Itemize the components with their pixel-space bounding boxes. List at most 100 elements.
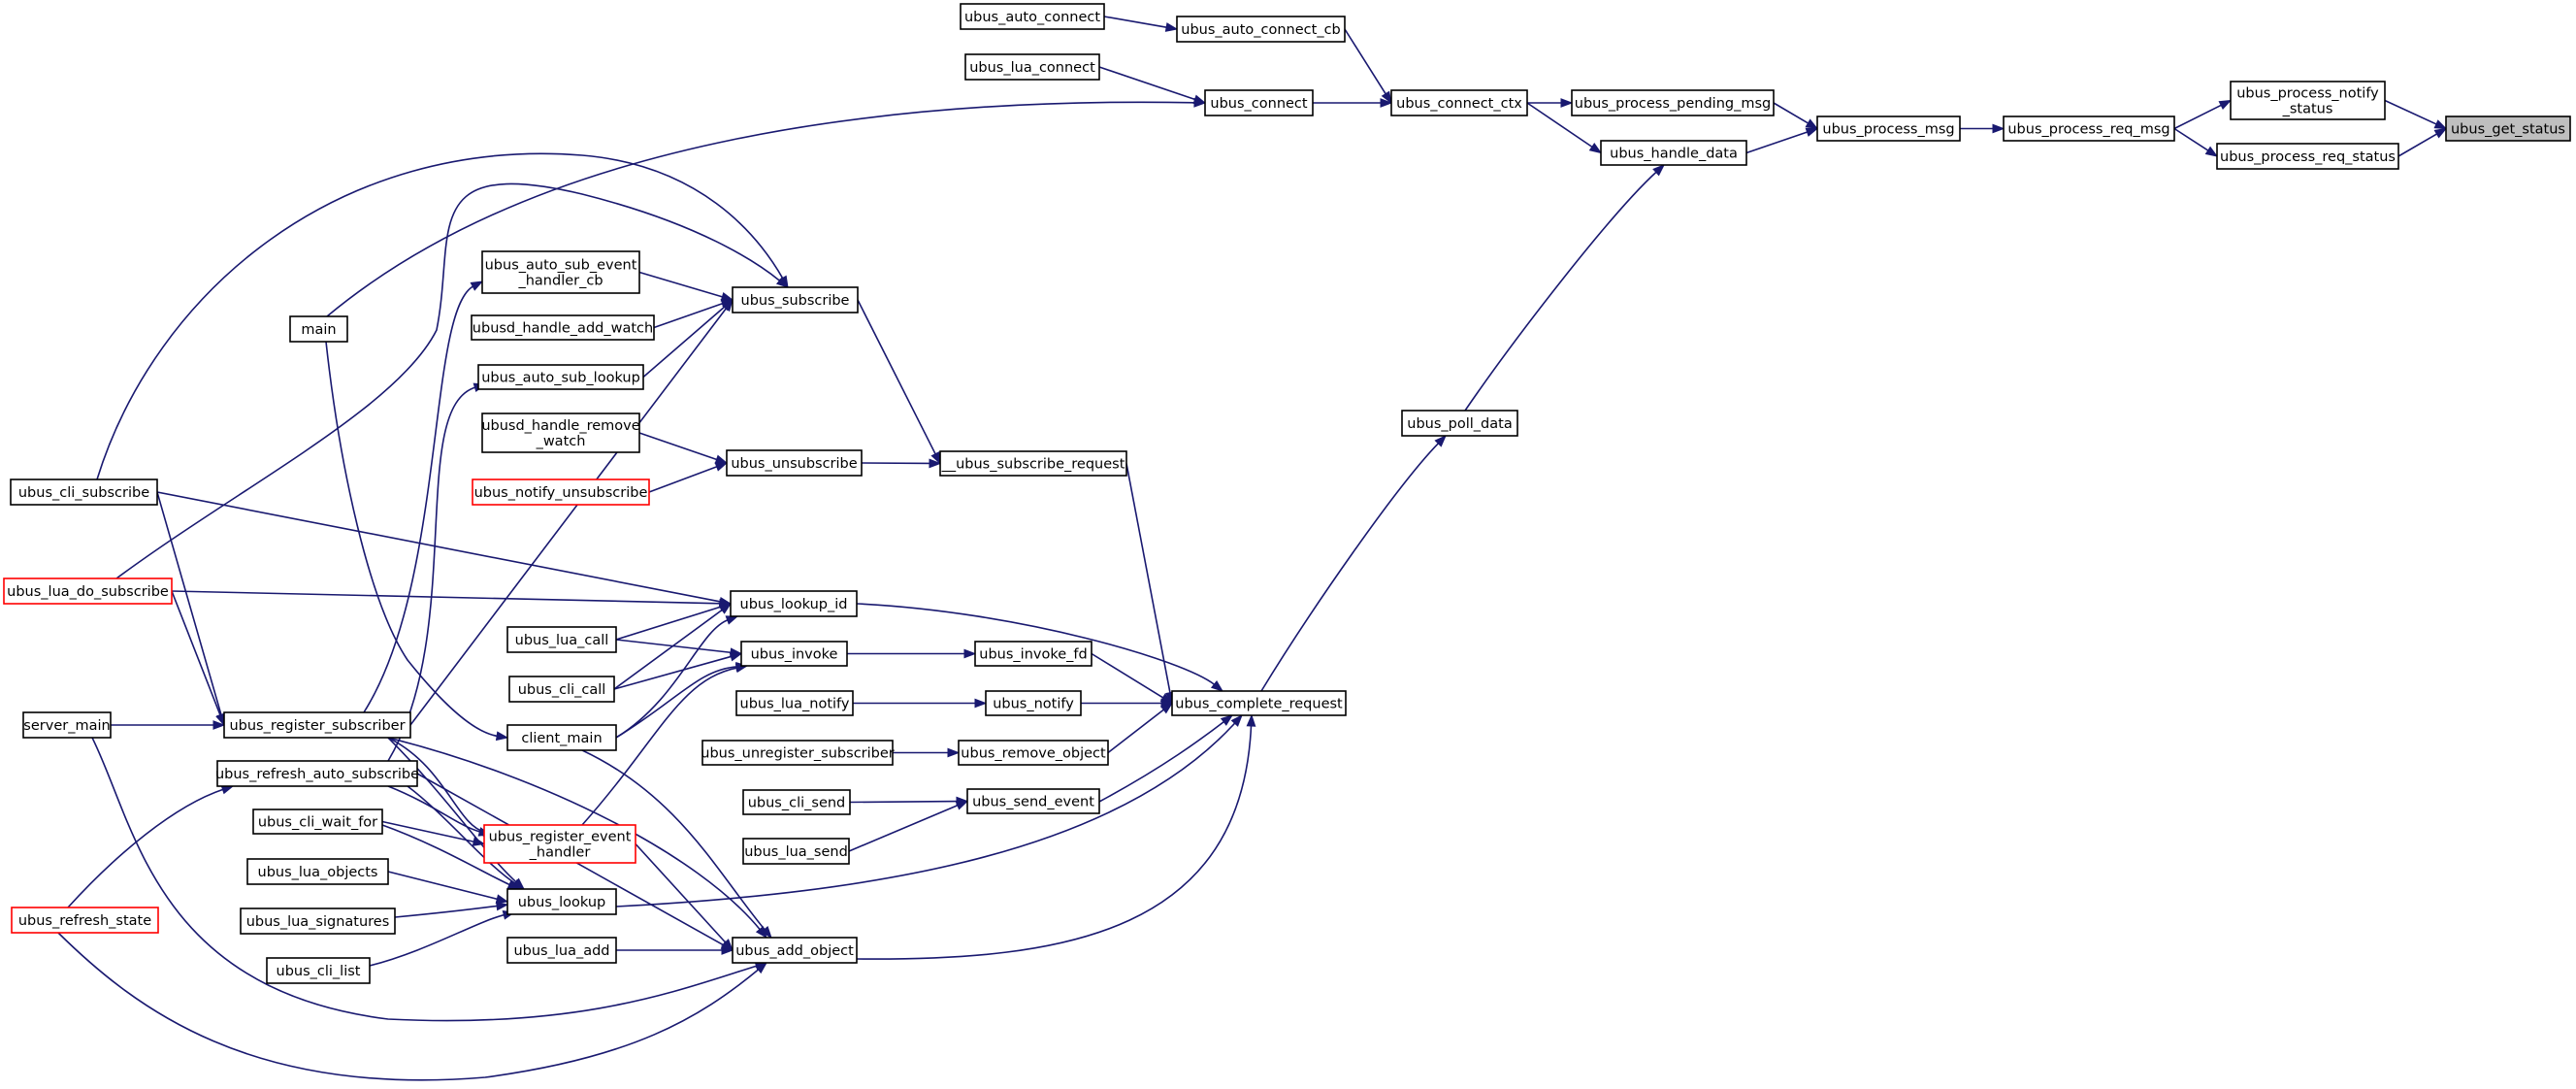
node-ubus-lua-signatures[interactable]: ubus_lua_signatures: [240, 908, 396, 935]
arrowhead: [1992, 123, 2005, 134]
edge-line: [171, 590, 222, 716]
node-ubus-lua-objects[interactable]: ubus_lua_objects: [246, 858, 389, 885]
node-ubus-add-object[interactable]: ubus_add_object: [732, 937, 858, 964]
node-box: [11, 907, 159, 934]
edge-ubus_poll_data-to-ubus_handle_data: [1464, 164, 1666, 412]
node-ubus-auto-sub-event-handler-cb[interactable]: ubus_auto_sub_event_handler_cb: [481, 250, 640, 294]
node-box: [246, 858, 389, 885]
node-ubus-auto-sub-lookup[interactable]: ubus_auto_sub_lookup: [477, 364, 644, 390]
node-ubus-get-status[interactable]: ubus_get_status: [2445, 116, 2571, 142]
node-box: [732, 286, 859, 314]
node-ubusd-handle-remove-watch[interactable]: ubusd_handle_remove_watch: [481, 412, 640, 453]
node-label: ubus_cli_call: [518, 682, 606, 698]
node-box: [740, 641, 848, 667]
edge-line: [1773, 102, 1810, 125]
node-ubus-invoke[interactable]: ubus_invoke: [740, 641, 848, 667]
node-ubus-process-pending-msg[interactable]: ubus_process_pending_msg: [1571, 89, 1775, 116]
node-ubus-unregister-subscriber[interactable]: ubus_unregister_subscriber: [701, 740, 895, 766]
edge-ubus_lua_notify-to-ubus_notify: [853, 698, 988, 709]
node-label: ubus_connect_ctx: [1396, 96, 1522, 112]
node-ubus-lua-notify[interactable]: ubus_lua_notify: [735, 690, 854, 716]
node-ubus-lookup-id[interactable]: ubus_lookup_id: [730, 590, 858, 617]
edge-__ubus_subscribe_request-to-ubus_complete_request: [1125, 463, 1175, 705]
node-ubus-lua-call[interactable]: ubus_lua_call: [506, 626, 617, 653]
node-ubus-process-req-status[interactable]: ubus_process_req_status: [2216, 143, 2399, 170]
node-ubus-process-notify-status[interactable]: ubus_process_notify_status: [2230, 81, 2386, 120]
node-ubus-register-subscriber[interactable]: ubus_register_subscriber: [223, 711, 411, 739]
arrowhead: [714, 454, 729, 464]
node-ubus-cli-list[interactable]: ubus_cli_list: [266, 957, 371, 984]
node-ubus-register-event-handler[interactable]: ubus_register_event_handler: [483, 824, 636, 864]
nodes-layer: ubus_get_status ubus_process_notify_statu…: [3, 3, 2571, 984]
node-box: [506, 724, 617, 751]
edge-ubus_cli_subscribe-to-ubus_lookup_id: [156, 491, 733, 607]
arrowhead: [775, 276, 790, 288]
node-ubus-cli-wait-for[interactable]: ubus_cli_wait_for: [252, 808, 383, 835]
edge-ubus_auto_sub_event_handler_cb-to-ubus_subscribe: [638, 271, 734, 302]
node-ubus-subscribe[interactable]: ubus_subscribe: [732, 286, 859, 314]
node-main[interactable]: main: [289, 315, 348, 343]
edge-line: [581, 667, 738, 826]
node-ubus-cli-subscribe[interactable]: ubus_cli_subscribe: [10, 478, 158, 506]
node-box: [477, 364, 644, 390]
node-label: ubus_lua_send: [744, 844, 848, 860]
node-box: [730, 590, 858, 617]
edge-line: [1098, 720, 1225, 803]
node-label: server_main: [23, 718, 110, 734]
node-label: ubus_cli_wait_for: [258, 815, 377, 831]
node-ubus-process-msg[interactable]: ubus_process_msg: [1816, 116, 1961, 142]
node-ubus-refresh-auto-subscribe[interactable]: ubus_refresh_auto_subscribe: [215, 760, 419, 787]
node-ubus-lua-do-subscribe[interactable]: ubus_lua_do_subscribe: [3, 578, 173, 605]
edge-server_main-to-ubus_register_subscriber: [111, 720, 226, 730]
arrowhead: [1193, 97, 1207, 108]
node-label: ubus_auto_sub_lookup: [481, 371, 640, 386]
node-ubus-lua-send[interactable]: ubus_lua_send: [742, 838, 850, 865]
node-ubus-poll-data[interactable]: ubus_poll_data: [1401, 410, 1518, 437]
node-ubus-unsubscribe[interactable]: ubus_unsubscribe: [726, 449, 863, 477]
node-ubus-complete-request[interactable]: ubus_complete_request: [1171, 690, 1347, 716]
node-ubus-cli-send[interactable]: ubus_cli_send: [742, 789, 851, 815]
node-ubus-invoke-fd[interactable]: ubus_invoke_fd: [974, 641, 1092, 667]
node-ubus-handle-data[interactable]: ubus_handle_data: [1600, 140, 1747, 166]
node-ubus-notify-unsubscribe[interactable]: ubus_notify_unsubscribe: [472, 478, 650, 506]
edge-ubus_cli_send-to-ubus_send_event: [849, 796, 969, 807]
node-client-main[interactable]: client_main: [506, 724, 617, 751]
node-label: _watch: [536, 434, 586, 449]
edge-line: [848, 804, 960, 852]
arrowhead: [755, 962, 768, 974]
node-label: client_main: [521, 731, 602, 746]
node-box: [974, 641, 1092, 667]
node-ubus-connect[interactable]: ubus_connect: [1204, 89, 1314, 116]
node-ubus-cli-call[interactable]: ubus_cli_call: [508, 676, 615, 703]
node-box: [508, 676, 615, 703]
node-box: [472, 478, 650, 506]
node-ubus-auto-connect-cb[interactable]: ubus_auto_connect_cb: [1176, 16, 1346, 43]
edge-ubus_register_event_handler-to-ubus_add_object: [635, 842, 734, 952]
node-box: [481, 412, 640, 453]
node-label: ubus_poll_data: [1407, 416, 1512, 432]
node-box: [958, 740, 1109, 766]
node-ubus-send-event[interactable]: ubus_send_event: [966, 788, 1100, 814]
edge-line: [648, 465, 718, 493]
node-ubus-refresh-state[interactable]: ubus_refresh_state: [11, 907, 159, 934]
node-box: [1816, 116, 1961, 142]
node-ubusd-handle-add-watch[interactable]: ubusd_handle_add_watch: [471, 314, 655, 341]
arrowhead: [1380, 98, 1393, 108]
node---ubus-subscribe-request[interactable]: __ubus_subscribe_request: [939, 450, 1127, 477]
node-ubus-remove-object[interactable]: ubus_remove_object: [958, 740, 1109, 766]
edge-ubus_auto_connect_cb-to-ubus_connect_ctx: [1344, 28, 1392, 105]
node-ubus-auto-connect[interactable]: ubus_auto_connect: [960, 3, 1105, 30]
edge-line: [91, 737, 758, 1022]
node-server-main[interactable]: server_main: [22, 711, 112, 739]
node-ubus-lookup[interactable]: ubus_lookup: [506, 888, 617, 915]
node-box: [1176, 16, 1346, 43]
node-ubus-lua-connect[interactable]: ubus_lua_connect: [964, 53, 1100, 81]
arrowhead: [495, 894, 509, 904]
node-ubus-process-req-msg[interactable]: ubus_process_req_msg: [2003, 116, 2175, 142]
node-ubus-connect-ctx[interactable]: ubus_connect_ctx: [1390, 89, 1528, 116]
node-label: __ubus_subscribe_request: [941, 457, 1125, 473]
node-box: [483, 824, 636, 864]
node-ubus-lua-add[interactable]: ubus_lua_add: [506, 937, 617, 964]
edge-line: [1098, 66, 1196, 101]
node-ubus-notify[interactable]: ubus_notify: [985, 690, 1082, 716]
